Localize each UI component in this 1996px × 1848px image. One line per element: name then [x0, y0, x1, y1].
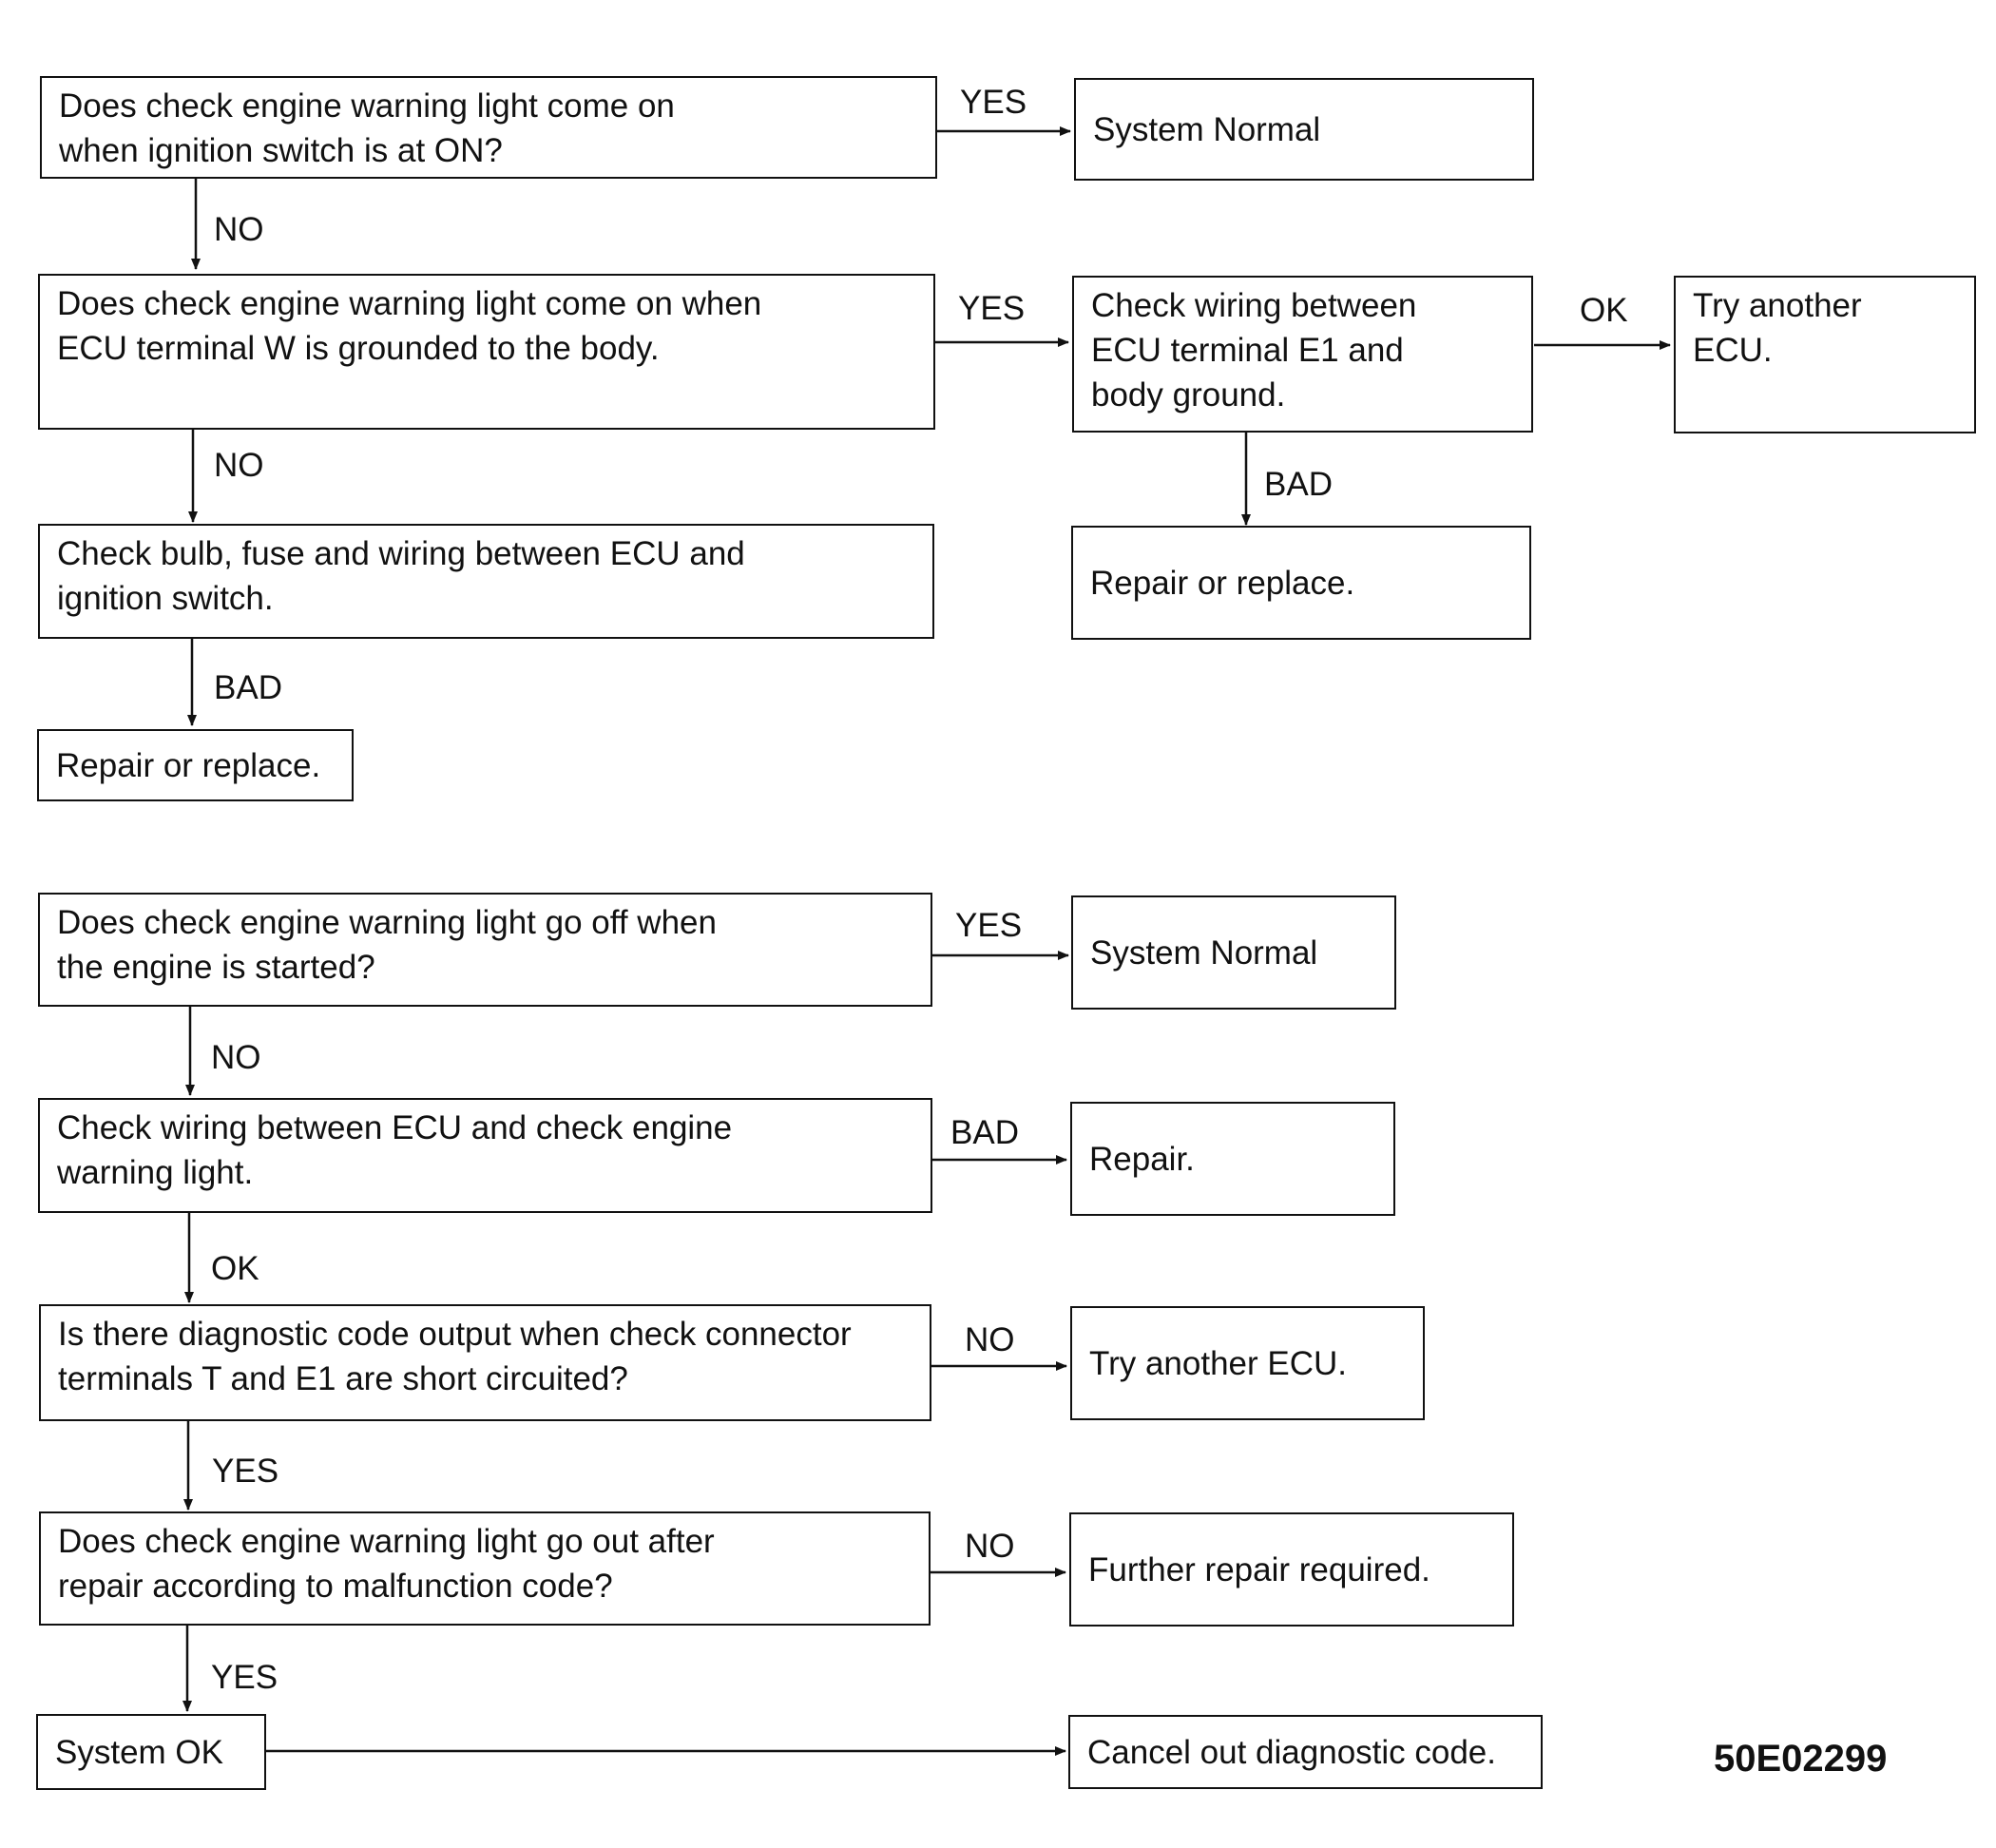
further-repair-text: Further repair required.	[1088, 1550, 1430, 1588]
q3-box: Is there diagnostic code output when che…	[39, 1304, 931, 1421]
check-wiring-ok-label: OK	[211, 1250, 259, 1287]
cancel-code-box: Cancel out diagnostic code.	[1068, 1715, 1543, 1789]
try-another-ecu-text-1: Try another ECU.	[1693, 287, 1862, 369]
q4-no-label: NO	[965, 1528, 1015, 1565]
q2-text: Does check engine warning light come on …	[57, 285, 762, 367]
check-bulb-text: Check bulb, fuse and wiring between ECU …	[57, 535, 745, 617]
repair-replace-box-2: Repair or replace.	[37, 729, 354, 801]
q1-no-label: NO	[214, 211, 264, 248]
check-wiring-box: Check wiring between ECU and check engin…	[38, 1098, 932, 1213]
repair-text: Repair.	[1089, 1140, 1195, 1178]
q5-text: Does check engine warning light go off w…	[57, 904, 717, 986]
system-ok-box: System OK	[36, 1714, 266, 1790]
cancel-code-text: Cancel out diagnostic code.	[1087, 1733, 1496, 1771]
check-bulb-bad-label: BAD	[214, 669, 282, 706]
repair-replace-box-1: Repair or replace.	[1071, 526, 1531, 640]
check-e1-text: Check wiring between ECU terminal E1 and…	[1091, 287, 1417, 414]
q1-box: Does check engine warning light come on …	[40, 76, 937, 179]
try-another-ecu-box-2: Try another ECU.	[1070, 1306, 1425, 1420]
q1-text: Does check engine warning light come on …	[59, 87, 675, 169]
q4-yes-label: YES	[211, 1659, 278, 1696]
repair-replace-text-2: Repair or replace.	[56, 746, 321, 784]
q5-yes-result-box: System Normal	[1071, 895, 1396, 1010]
q3-yes-label: YES	[212, 1453, 279, 1490]
q5-no-label: NO	[211, 1039, 261, 1076]
q1-yes-result-box: System Normal	[1074, 78, 1534, 181]
check-wiring-text: Check wiring between ECU and check engin…	[57, 1109, 733, 1191]
q1-yes-result-text: System Normal	[1093, 110, 1321, 148]
figure-code: 50E02299	[1714, 1738, 1888, 1780]
q5-yes-result-text: System Normal	[1090, 934, 1318, 972]
q2-box: Does check engine warning light come on …	[38, 274, 935, 430]
try-another-ecu-box-1: Try another ECU.	[1674, 276, 1976, 433]
try-another-ecu-text-2: Try another ECU.	[1089, 1344, 1348, 1382]
q2-yes-label: YES	[958, 290, 1026, 327]
q2-no-label: NO	[214, 447, 264, 484]
check-wiring-bad-label: BAD	[950, 1114, 1019, 1151]
check-e1-bad-label: BAD	[1264, 466, 1333, 503]
q1-yes-label: YES	[960, 84, 1027, 121]
q3-text: Is there diagnostic code output when che…	[58, 1316, 852, 1397]
system-ok-text: System OK	[55, 1733, 223, 1771]
repair-replace-text-1: Repair or replace.	[1090, 564, 1355, 602]
q5-yes-label: YES	[955, 907, 1023, 944]
further-repair-box: Further repair required.	[1069, 1512, 1514, 1627]
q5-box: Does check engine warning light go off w…	[38, 893, 932, 1007]
check-e1-ok-label: OK	[1580, 292, 1628, 329]
q4-text: Does check engine warning light go out a…	[58, 1523, 715, 1605]
repair-box: Repair.	[1070, 1102, 1395, 1216]
q3-no-label: NO	[965, 1321, 1015, 1358]
check-bulb-box: Check bulb, fuse and wiring between ECU …	[38, 524, 934, 639]
check-e1-box: Check wiring between ECU terminal E1 and…	[1072, 276, 1533, 433]
q4-box: Does check engine warning light go out a…	[39, 1511, 931, 1626]
